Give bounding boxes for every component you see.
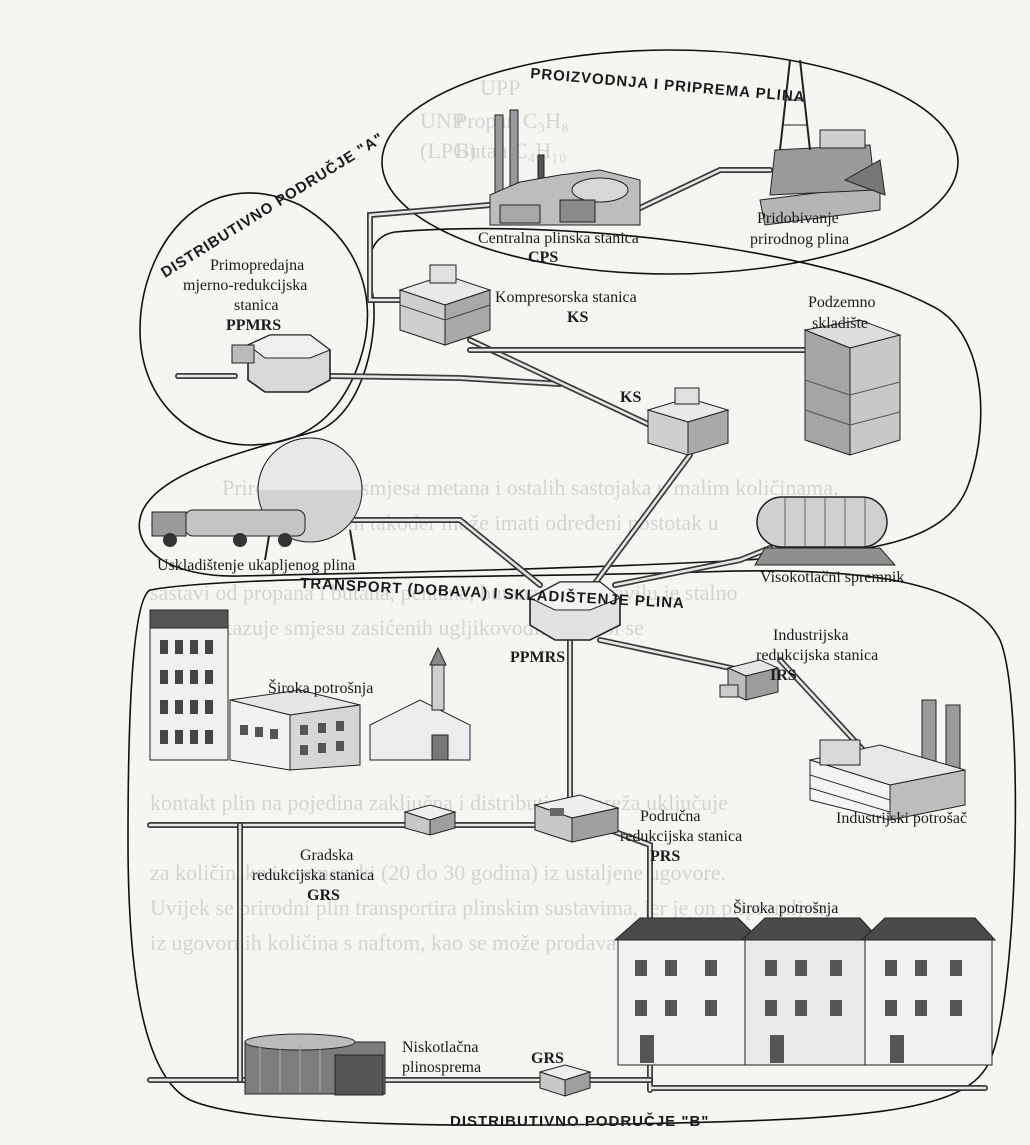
svg-text:iz ugovornih količina s naftom: iz ugovornih količina s naftom, kao se m… [150, 930, 628, 955]
ppmrs-a-label-3: stanica [234, 297, 278, 314]
city-buildings-icon [149, 609, 471, 771]
central-gas-station-icon [489, 109, 641, 226]
prs-station-icon [533, 794, 620, 843]
svg-text:za količinsko i vremenski (20: za količinsko i vremenski (20 do 30 godi… [150, 860, 726, 885]
lp-holder-label-1: Niskotlačna [402, 1039, 478, 1056]
industrial-plant-icon [808, 699, 966, 821]
irs-label-2: redukcijska stanica [756, 647, 878, 664]
grs-code: GRS [307, 887, 340, 904]
prs-label-1: Područna [640, 808, 700, 825]
offshore-platform-icon [759, 59, 886, 226]
svg-text:Uvijek se prirodni plin transp: Uvijek se prirodni plin transportira pli… [150, 895, 824, 920]
storage-label-1: Podzemno [808, 294, 876, 311]
distribution-b-boundary [127, 569, 1017, 1126]
compressor-station-1-icon [398, 264, 492, 346]
irs-code: IRS [770, 667, 797, 684]
ppmrs-main-code: PPMRS [510, 649, 565, 666]
ppmrs-a-label-1: Primopredajna [210, 257, 304, 274]
svg-text:UNP: UNP [420, 108, 464, 133]
compressor-station-2-icon [646, 387, 730, 456]
underground-storage-icon [803, 319, 902, 456]
ks1-code: KS [567, 309, 588, 326]
grs-station-icon [403, 804, 457, 836]
svg-text:sastavi od propana i butana, p: sastavi od propana i butana, pentana, bu… [150, 580, 737, 605]
lng-storage-icon [151, 437, 363, 561]
grs2-code: GRS [531, 1050, 564, 1067]
ks1-label: Kompresorska stanica [495, 289, 637, 306]
ppmrs-station-main-icon [528, 581, 621, 641]
wide-consumption-2-label: Široka potrošnja [733, 898, 838, 917]
lng-storage-label: Uskladištenje ukapljenog plina [157, 557, 355, 574]
wide-consumption-1-label: Široka potrošnja [268, 678, 373, 697]
ppmrs-a-code: PPMRS [226, 317, 281, 334]
grs-label-2: redukcijska stanica [252, 867, 374, 884]
ppmrs-a-label-2: mjerno-redukcijska [183, 277, 307, 294]
prs-label-2: redukcijska stanica [620, 828, 742, 845]
lp-holder-label-2: plinosprema [402, 1059, 481, 1076]
extraction-label-2: prirodnog plina [750, 231, 849, 248]
storage-label-2: skladište [812, 315, 868, 332]
cps-code: CPS [528, 249, 558, 266]
ppmrs-station-a-icon [231, 334, 332, 393]
grs-station-2-icon [538, 1064, 592, 1097]
transport-region-boundary [138, 227, 982, 577]
ks2-code: KS [620, 389, 641, 406]
row-houses-icon [613, 917, 997, 1066]
irs-label-1: Industrijska [773, 627, 849, 644]
production-region-boundary [381, 49, 959, 275]
distribution-a-boundary [139, 192, 369, 446]
irs-station-icon [719, 659, 780, 701]
extraction-label-1: Pridobivanje [757, 210, 839, 227]
prs-code: PRS [650, 848, 680, 865]
svg-text:UPP: UPP [480, 75, 520, 100]
grs-label-1: Gradska [300, 847, 353, 864]
svg-text:(LPG): (LPG) [420, 138, 476, 163]
pipeline-network [147, 167, 988, 1093]
hp-tank-label: Visokotlačni spremnik [760, 569, 904, 586]
high-pressure-tank-icon [754, 496, 897, 566]
low-pressure-holder-icon [244, 1033, 386, 1096]
region-title-distribution-b: DISTRIBUTIVNO PODRUČJE "B" [450, 1112, 709, 1130]
cps-label: Centralna plinska stanica [478, 230, 639, 247]
industrial-consumer-label: Industrijski potrošač [836, 810, 967, 827]
region-title-production: PROIZVODNJA I PRIPREMA PLINA [530, 65, 807, 106]
